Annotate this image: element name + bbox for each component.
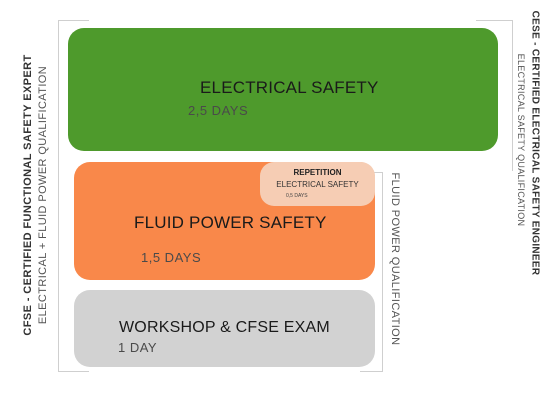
electrical-safety-module: ELECTRICAL SAFETY 2,5 DAYS xyxy=(68,28,498,151)
repetition-duration: 0,5 DAYS xyxy=(286,193,308,199)
workshop-exam-title: WORKSHOP & CFSE EXAM xyxy=(119,319,330,336)
electrical-safety-duration: 2,5 DAYS xyxy=(188,103,249,118)
workshop-exam-module: WORKSHOP & CFSE EXAM 1 DAY xyxy=(74,290,375,367)
cese-title-text: CESE - CERTIFIED ELECTRICAL SAFETY ENGIN… xyxy=(529,10,541,276)
fluid-power-safety-title: FLUID POWER SAFETY xyxy=(134,213,327,232)
fluid-qualification-text: FLUID POWER QUALIFICATION xyxy=(389,172,401,346)
electrical-safety-title: ELECTRICAL SAFETY xyxy=(200,78,379,97)
workshop-exam-duration: 1 DAY xyxy=(118,340,158,355)
repetition-badge: REPETITION ELECTRICAL SAFETY 0,5 DAYS xyxy=(260,162,375,206)
cfse-subtitle-text: ELECTRICAL + FLUID POWER QUALIFICATION xyxy=(37,65,49,325)
cese-subtitle-text: ELECTRICAL SAFETY QUALIFICATION xyxy=(516,53,526,227)
repetition-title: ELECTRICAL SAFETY xyxy=(276,180,359,189)
cfse-title-text: CFSE - CERTIFIED FUNCTIONAL SAFETY EXPER… xyxy=(22,54,34,336)
cese-bracket xyxy=(476,20,513,171)
fluid-power-safety-duration: 1,5 DAYS xyxy=(141,250,202,265)
cfse-bracket xyxy=(58,20,89,372)
repetition-label: REPETITION xyxy=(293,168,342,177)
